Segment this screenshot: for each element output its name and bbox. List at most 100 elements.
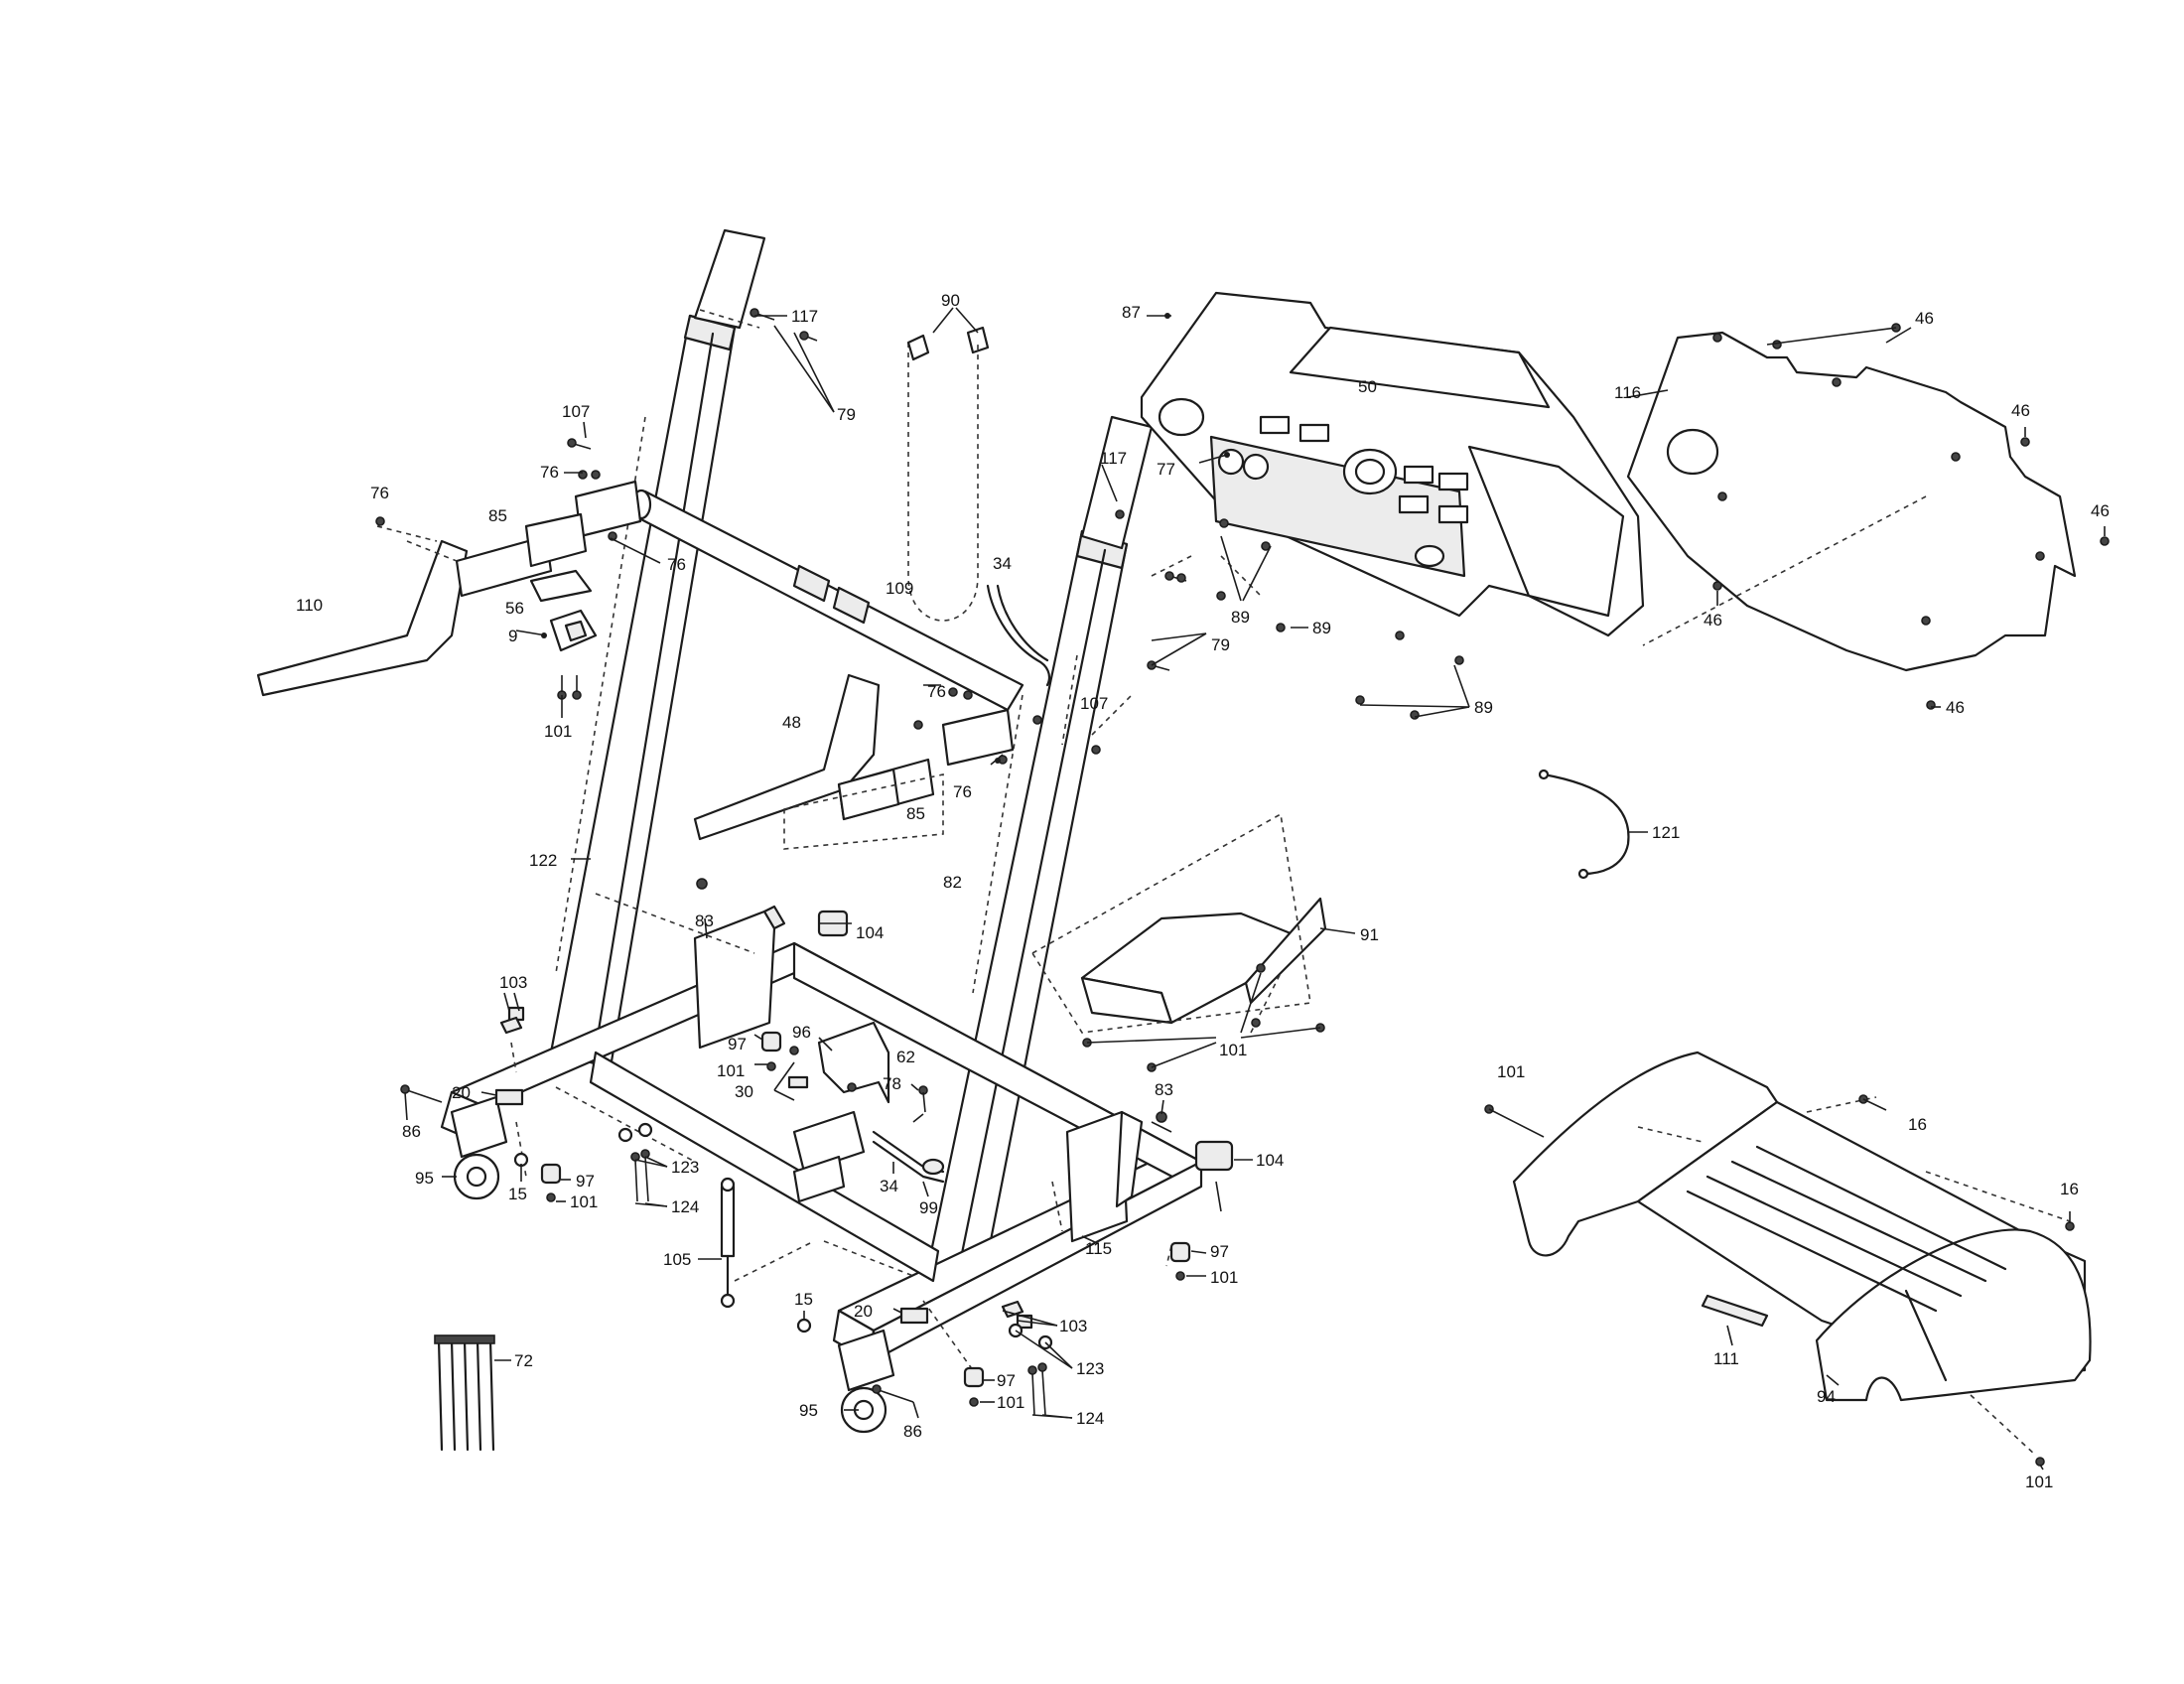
callout-123b: 123	[1076, 1359, 1104, 1378]
callout-30: 30	[735, 1082, 753, 1101]
callout-124a: 124	[671, 1197, 699, 1216]
callout-34b: 34	[880, 1177, 898, 1195]
callout-89a: 89	[1231, 608, 1250, 627]
callout-104b: 104	[1256, 1151, 1284, 1170]
wire-34-top	[986, 584, 1051, 687]
right-foot-assembly	[837, 1307, 929, 1434]
left-handle-110	[256, 534, 553, 697]
callout-96: 96	[792, 1023, 811, 1042]
callout-83b: 83	[1155, 1080, 1173, 1099]
cable-ties-72	[434, 1334, 495, 1452]
callout-101h: 101	[2025, 1473, 2053, 1491]
console-87	[1140, 291, 1645, 637]
callout-77: 77	[1157, 460, 1175, 479]
left-mount-85	[524, 480, 642, 568]
upright-top-extensions	[693, 228, 1154, 550]
callout-103a: 103	[499, 973, 527, 992]
callout-34a: 34	[993, 554, 1012, 573]
callout-89c: 89	[1474, 698, 1493, 717]
callout-101g: 101	[1497, 1062, 1525, 1081]
callout-115: 115	[1085, 1239, 1112, 1258]
callout-78: 78	[883, 1074, 901, 1093]
callout-87: 87	[1122, 303, 1141, 322]
callout-89b: 89	[1312, 619, 1331, 637]
callout-76a: 76	[540, 463, 559, 482]
callout-95b: 95	[799, 1401, 818, 1420]
callout-111: 111	[1713, 1349, 1739, 1368]
callout-117a: 117	[791, 307, 818, 326]
gas-strut-105	[720, 1177, 736, 1309]
inner-frame-bracket-right	[1065, 1110, 1144, 1243]
callout-56: 56	[505, 599, 524, 618]
callout-101b: 101	[1219, 1041, 1247, 1059]
callout-105: 105	[663, 1250, 691, 1269]
leader-lines	[404, 307, 2106, 1471]
callout-83a: 83	[695, 912, 714, 930]
callout-117b: 117	[1100, 449, 1127, 468]
callout-20a: 20	[452, 1083, 471, 1102]
callout-15b: 15	[794, 1290, 813, 1309]
callout-48: 48	[782, 713, 801, 732]
callout-82: 82	[943, 873, 962, 892]
callout-79b: 79	[1211, 635, 1230, 654]
pad-104-right	[1194, 1140, 1234, 1172]
callout-101d: 101	[570, 1193, 598, 1211]
callout-97c: 97	[1210, 1242, 1229, 1261]
callout-101f: 101	[997, 1393, 1024, 1412]
callout-72: 72	[514, 1351, 533, 1370]
callout-20b: 20	[854, 1302, 873, 1321]
callout-86b: 86	[903, 1422, 922, 1441]
callout-86a: 86	[402, 1122, 421, 1141]
callout-97d: 97	[997, 1371, 1016, 1390]
callout-85a: 85	[488, 506, 507, 525]
callout-62: 62	[896, 1048, 915, 1066]
callout-85b: 85	[906, 804, 925, 823]
tray-91	[1030, 812, 1327, 1034]
callout-110: 110	[296, 596, 323, 615]
right-handle-48	[693, 673, 1015, 850]
callout-101e: 101	[1210, 1268, 1238, 1287]
callout-16b: 16	[2060, 1180, 2079, 1198]
inner-frame-bracket-left	[693, 905, 786, 1050]
callout-94: 94	[1817, 1387, 1836, 1406]
shroud-116	[1626, 331, 2077, 672]
right-upright-82	[926, 529, 1129, 1283]
callout-76e: 76	[953, 782, 972, 801]
callout-labels: 117 79 107 76 76 85 76 110 56 9 101 90 1…	[296, 291, 2110, 1491]
callout-76b: 76	[370, 484, 389, 502]
callout-124b: 124	[1076, 1409, 1104, 1428]
motor-hood-94	[1512, 1051, 2092, 1402]
strap-90	[906, 326, 990, 622]
callout-103b: 103	[1059, 1317, 1087, 1335]
callout-97b: 97	[576, 1172, 595, 1191]
left-bracket-56-9	[529, 569, 598, 652]
handrail-tube-109	[630, 489, 1024, 712]
callout-107b: 107	[1080, 694, 1108, 713]
callout-46e: 46	[1946, 698, 1965, 717]
callout-107a: 107	[562, 402, 590, 421]
callout-79a: 79	[837, 405, 856, 424]
callout-46d: 46	[1704, 611, 1722, 630]
callout-116: 116	[1614, 383, 1641, 402]
callout-99: 99	[919, 1198, 938, 1217]
left-foot-assembly	[450, 1088, 524, 1200]
callout-109: 109	[886, 579, 913, 598]
callout-50: 50	[1358, 377, 1377, 396]
callout-104a: 104	[856, 923, 884, 942]
callout-76d: 76	[927, 682, 946, 701]
callout-95a: 95	[415, 1169, 434, 1188]
cable-121	[1538, 769, 1630, 880]
callout-91: 91	[1360, 925, 1379, 944]
callout-46c: 46	[2091, 501, 2110, 520]
callout-16a: 16	[1908, 1115, 1927, 1134]
motor-bracket-96	[792, 1021, 890, 1203]
callout-90: 90	[941, 291, 960, 310]
callout-76c: 76	[667, 555, 686, 574]
callout-15a: 15	[508, 1185, 527, 1203]
callout-46a: 46	[1915, 309, 1934, 328]
callout-123a: 123	[671, 1158, 699, 1177]
callout-97a: 97	[728, 1035, 747, 1053]
wire-harness-34-bottom	[872, 1130, 945, 1184]
